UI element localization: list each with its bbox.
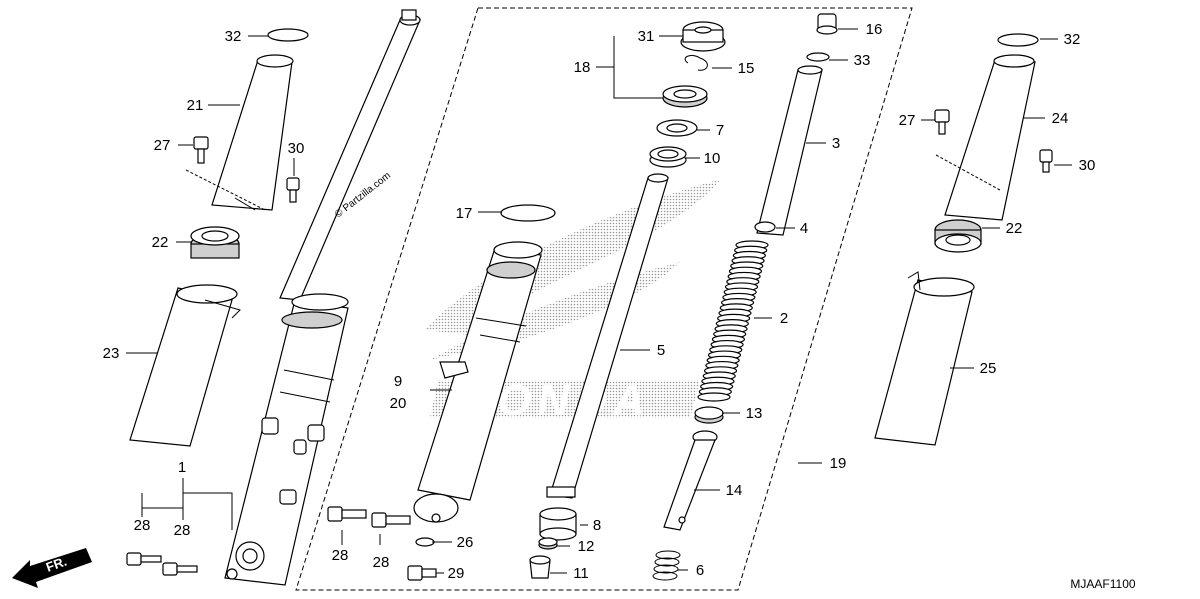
oil-seal-18	[662, 85, 708, 108]
callout-22-right: 22	[1006, 220, 1023, 237]
callout-12: 12	[578, 538, 595, 555]
callout-28-b: 28	[174, 522, 191, 539]
valve-11	[529, 555, 551, 579]
upper-cover-21	[211, 54, 294, 211]
callout-6: 6	[696, 562, 704, 579]
spacer-3	[756, 65, 823, 236]
washer-12	[538, 537, 558, 550]
callout-30-right: 30	[1079, 157, 1096, 174]
drawing-code: MJAAF1100	[1070, 577, 1135, 591]
callout-26: 26	[457, 534, 474, 551]
upper-cover-24	[944, 54, 1036, 221]
callout-25: 25	[980, 360, 997, 377]
seal-31	[680, 21, 726, 52]
callout-31: 31	[638, 28, 655, 45]
lower-cover-23	[129, 284, 241, 447]
assembly-boundary	[295, 7, 913, 591]
callout-5: 5	[657, 342, 665, 359]
callout-20: 20	[390, 395, 407, 412]
inner-tube-5	[546, 173, 669, 499]
leader-lines	[126, 28, 1072, 574]
bolt-28-d	[371, 512, 411, 528]
callout-16: 16	[866, 21, 883, 38]
callout-24: 24	[1052, 110, 1069, 127]
washer-13	[694, 406, 724, 424]
front-marker-text: FR.	[44, 554, 69, 575]
callout-8: 8	[593, 517, 601, 534]
clip-15	[684, 55, 708, 71]
callout-21: 21	[187, 97, 204, 114]
fork-spring-2	[697, 240, 769, 402]
lower-cover-25	[874, 271, 975, 446]
bolt-27-right	[934, 109, 950, 135]
callout-28-c: 28	[332, 547, 349, 564]
bushing-22-right	[934, 219, 982, 253]
bolt-29	[407, 565, 437, 581]
front-direction-arrow: FR.	[12, 548, 92, 588]
bolt-28-c	[327, 506, 367, 522]
damper-rod-14	[663, 430, 718, 531]
o-ring-33	[806, 52, 830, 62]
callout-7: 7	[716, 122, 724, 139]
bushing-10	[649, 146, 687, 168]
callout-33: 33	[854, 52, 871, 69]
callout-10: 10	[704, 150, 721, 167]
washer-26	[415, 537, 435, 547]
washer-7	[656, 119, 698, 137]
spring-coil	[697, 392, 731, 402]
bolt-30-left	[286, 177, 300, 203]
bolt-27-left	[193, 136, 209, 164]
callout-19: 19	[830, 455, 847, 472]
callout-23: 23	[103, 345, 120, 362]
callout-27-right: 27	[899, 112, 916, 129]
callout-30-left: 30	[288, 140, 305, 157]
callout-18: 18	[574, 59, 591, 76]
callout-15: 15	[738, 60, 755, 77]
callout-17: 17	[456, 205, 473, 222]
rebound-spring-6	[652, 550, 681, 581]
washer-4	[754, 221, 776, 233]
bolt-30-right	[1039, 149, 1053, 173]
piston-ring-8	[539, 507, 577, 541]
callout-4: 4	[800, 220, 808, 237]
callout-13: 13	[746, 405, 763, 422]
bolt-28-a	[126, 552, 162, 566]
fork-tube-assembly	[224, 9, 421, 586]
callout-28-d: 28	[373, 554, 390, 571]
o-ring-32-right	[997, 33, 1039, 47]
dust-seal-17	[500, 204, 556, 222]
callout-32-right: 32	[1064, 31, 1081, 48]
callout-32-left: 32	[225, 28, 242, 45]
o-ring-32-left	[267, 28, 309, 42]
callout-labels: 32 21 27 30 22 23 1 28 28 28 28 26 29 9 …	[103, 21, 1096, 582]
callout-28-a: 28	[134, 517, 151, 534]
bolt-28-b	[162, 562, 198, 576]
callout-14: 14	[726, 482, 743, 499]
callout-2: 2	[780, 310, 788, 327]
cap-bolt-16	[816, 13, 838, 35]
fork-slider-9-20	[413, 204, 556, 523]
bushing-22-left	[190, 226, 240, 259]
callout-1: 1	[178, 459, 186, 476]
callout-11: 11	[573, 565, 589, 582]
callout-3: 3	[832, 135, 840, 152]
callout-22-left: 22	[152, 234, 169, 251]
callout-29: 29	[448, 565, 465, 582]
callout-9: 9	[394, 373, 402, 390]
callout-27-left: 27	[154, 137, 171, 154]
